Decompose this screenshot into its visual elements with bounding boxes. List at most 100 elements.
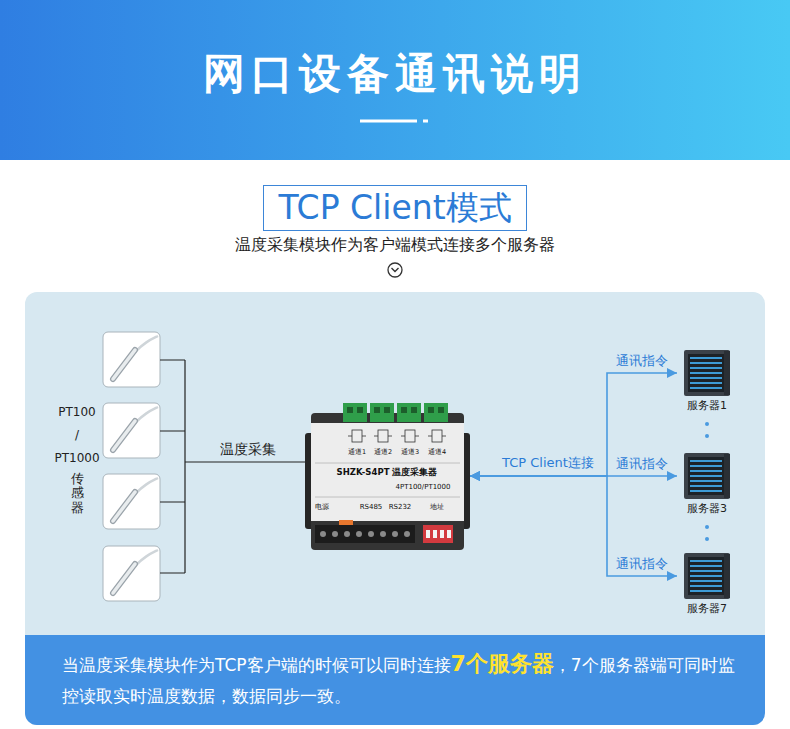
circle-shape xyxy=(332,531,338,537)
sensor-probe xyxy=(103,474,160,529)
circle-shape xyxy=(392,531,398,537)
server-name: 服务器1 xyxy=(677,399,737,413)
rect-shape xyxy=(405,430,415,442)
text-label: 温度采集 xyxy=(220,441,276,458)
sensor-probe xyxy=(103,546,160,601)
circle-shape xyxy=(380,531,386,537)
rect-shape xyxy=(311,413,464,550)
rect-shape xyxy=(690,465,722,467)
rect-shape xyxy=(690,560,722,562)
rect-shape xyxy=(384,407,390,413)
line-shape xyxy=(113,492,135,521)
rect-shape xyxy=(690,565,722,567)
server-cabinet xyxy=(682,350,732,396)
circle-shape xyxy=(705,537,709,541)
rect-shape xyxy=(690,570,722,572)
rect-shape xyxy=(690,590,722,592)
rect-shape xyxy=(688,457,724,495)
rect-shape xyxy=(438,407,444,413)
line-shape xyxy=(315,497,460,498)
server-node: 服务器3 xyxy=(677,453,737,516)
mode-title: TCP Client模式 xyxy=(278,187,511,229)
sensor-probe xyxy=(103,332,160,387)
caption-band: 当温度采集模块作为TCP客户端的时候可以同时连接7个服务器，7个服务器端可同时监… xyxy=(25,635,765,725)
rect-shape xyxy=(424,403,448,422)
rect-shape xyxy=(428,407,434,413)
rect-shape xyxy=(690,357,722,359)
rect-shape xyxy=(103,546,160,601)
rect-shape xyxy=(352,430,362,442)
port-label: 通道2 xyxy=(374,449,392,457)
server-node: 服务器7 xyxy=(677,553,737,616)
rect-shape xyxy=(688,557,724,595)
rect-shape xyxy=(103,332,160,387)
port-label: 地址 xyxy=(430,503,444,511)
text-label: / xyxy=(75,428,79,442)
rect-shape xyxy=(690,580,722,582)
title-underline xyxy=(360,120,417,123)
rect-shape xyxy=(401,407,407,413)
port-label: 通道4 xyxy=(428,449,446,457)
text-label: PT100 xyxy=(58,405,95,419)
circle-shape xyxy=(705,525,709,529)
server-cabinet xyxy=(682,453,732,499)
rect-shape xyxy=(690,367,722,369)
rect-shape xyxy=(311,423,464,521)
server-cabinet xyxy=(682,553,732,599)
port-label: RS232 xyxy=(389,503,412,511)
text-label: TCP Client连接 xyxy=(502,455,594,471)
edge-label: 通讯指令 xyxy=(616,556,668,572)
rect-shape xyxy=(684,350,730,396)
path-shape xyxy=(374,436,392,437)
rect-shape xyxy=(397,403,421,422)
line-shape xyxy=(113,350,135,379)
chevron-icon xyxy=(388,263,402,277)
rect-shape xyxy=(423,525,453,543)
connector-arrow xyxy=(470,373,677,476)
rect-shape xyxy=(374,407,380,413)
port-label: 通道1 xyxy=(348,449,366,457)
device-label: SHZK-S4PT 温度采集器 xyxy=(337,468,438,478)
rect-shape xyxy=(370,403,394,422)
server-name: 服务器7 xyxy=(677,602,737,616)
circle-shape xyxy=(356,531,362,537)
rect-shape xyxy=(690,377,722,379)
path-shape xyxy=(401,436,419,437)
edge-label: 通讯指令 xyxy=(616,353,668,369)
line-shape xyxy=(113,492,135,521)
vertical-label: 传感器 xyxy=(71,472,84,515)
line-shape xyxy=(113,421,135,450)
rect-shape xyxy=(724,351,730,395)
rect-shape xyxy=(103,474,160,529)
rect-shape xyxy=(724,554,730,598)
circle-shape xyxy=(705,434,709,438)
rect-shape xyxy=(690,382,722,384)
rect-shape xyxy=(690,372,722,374)
rect-shape xyxy=(347,407,353,413)
server-name: 服务器3 xyxy=(677,502,737,516)
port-label: 电源 xyxy=(315,503,329,511)
highlight-text: 7个服务器 xyxy=(451,651,554,676)
edge-label: 通讯指令 xyxy=(616,456,668,472)
path-shape xyxy=(135,478,158,494)
device-label: 4PT100/PT1000 xyxy=(396,483,451,491)
port-label: RS485 xyxy=(360,503,383,511)
rect-shape xyxy=(426,530,430,538)
rect-shape xyxy=(378,430,388,442)
mode-frame: TCP Client模式 xyxy=(263,185,526,231)
port-label: 通道3 xyxy=(401,449,419,457)
circle-shape xyxy=(344,531,350,537)
rect-shape xyxy=(357,407,363,413)
rect-shape xyxy=(690,475,722,477)
rect-shape xyxy=(447,530,451,538)
circle-shape xyxy=(404,531,410,537)
rect-shape xyxy=(688,354,724,392)
rect-shape xyxy=(724,454,730,498)
rect-shape xyxy=(684,553,730,599)
polyline-shape xyxy=(392,268,399,272)
line-shape xyxy=(113,564,135,593)
path-shape xyxy=(135,550,158,566)
rect-shape xyxy=(690,585,722,587)
path-shape xyxy=(348,436,366,437)
